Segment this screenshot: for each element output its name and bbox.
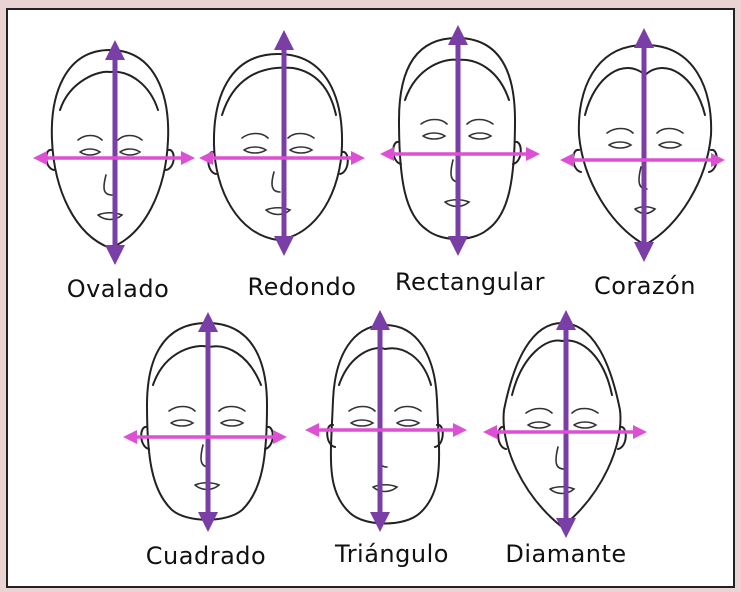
face-corazon — [565, 35, 725, 255]
face-label-triangulo: Triángulo — [335, 540, 449, 568]
face-redondo — [198, 40, 358, 260]
face-ovalado — [30, 40, 190, 260]
face-diamante — [482, 315, 642, 535]
face-label-rectangular: Rectangular — [395, 268, 545, 296]
face-label-corazon: Corazón — [594, 272, 696, 300]
face-label-redondo: Redondo — [248, 273, 357, 301]
face-label-diamante: Diamante — [505, 540, 626, 568]
face-label-ovalado: Ovalado — [67, 275, 170, 303]
face-rectangular — [377, 30, 537, 250]
face-triangulo — [305, 315, 465, 535]
face-label-cuadrado: Cuadrado — [146, 542, 266, 570]
face-cuadrado — [127, 315, 287, 535]
